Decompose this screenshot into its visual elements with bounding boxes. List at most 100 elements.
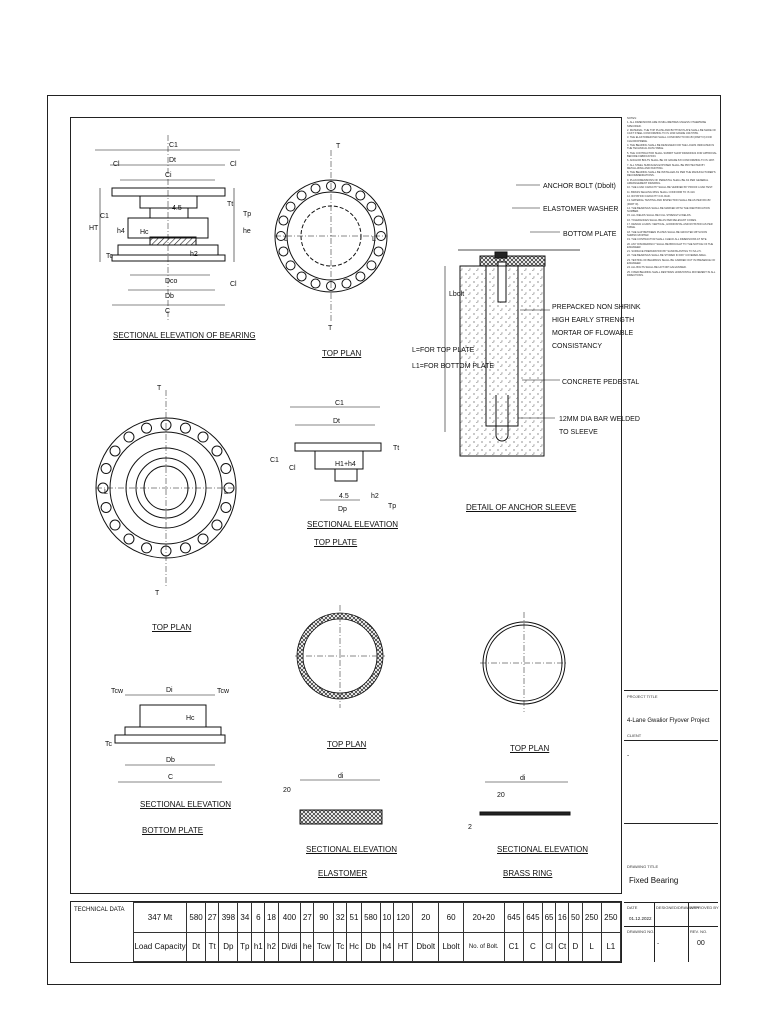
- plan2-l-left: L: [104, 489, 108, 496]
- dim-h2: h2: [190, 251, 198, 258]
- note-line: 25. FIXED BEARING SHALL RESTRAIN HORIZON…: [627, 270, 716, 277]
- tp-h2: h2: [371, 493, 379, 500]
- lbl-mortar-3: MORTAR OF FLOWABLE: [552, 330, 633, 337]
- bolt-hole: [100, 501, 112, 513]
- drawing-area: [70, 117, 622, 894]
- bolt-hole: [197, 431, 209, 443]
- drawing-no-label: DRAWING NO.: [627, 929, 655, 934]
- bolt-hole: [326, 281, 336, 291]
- tp-cl: Cl: [289, 465, 296, 472]
- note-line: 19. THE CONTRACTOR SHALL CHECK ALL DIMEN…: [627, 238, 708, 242]
- plan2-t-top: T: [157, 385, 162, 392]
- tp-dt: Dt: [333, 418, 340, 425]
- bolt-hole: [341, 183, 352, 194]
- top-plan-2: [95, 390, 237, 586]
- lbl-bar-2: TO SLEEVE: [559, 429, 598, 436]
- note-line: 15. ALL WELDS SHALL BE FULL STRENGTH WEL…: [627, 214, 692, 218]
- bolt-hole: [211, 445, 223, 457]
- tech-value-cell: 18: [264, 902, 279, 933]
- caption-el-section: SECTIONAL ELEVATION: [306, 845, 397, 854]
- bp-hc: Hc: [186, 715, 195, 722]
- plan2-l-right: L: [224, 489, 228, 496]
- note-line: 6. ANCHOR BOLTS SHALL BE OF GRADE 8.8 CO…: [627, 159, 715, 163]
- tech-label-cell: Hc: [346, 931, 362, 962]
- dim-he: he: [243, 228, 251, 235]
- elastomer-top-plan: [295, 605, 385, 708]
- caption-tp-section: SECTIONAL ELEVATION: [307, 520, 398, 529]
- tech-value-cell: 32: [333, 902, 348, 933]
- bolt-hole: [296, 190, 307, 201]
- tp-c1-side: C1: [270, 457, 279, 464]
- bolt-hole: [179, 542, 191, 554]
- bolt-hole: [141, 542, 153, 554]
- tech-label-cell: Lbolt: [438, 931, 464, 962]
- dim-ci: Ci: [165, 172, 172, 179]
- tech-value-cell: 347 Mt: [133, 902, 187, 933]
- caption-top-plate: TOP PLATE: [314, 538, 358, 547]
- bolt-hole: [160, 545, 172, 557]
- note-line: 9. PLAN DIMENSIONS OF PEDESTAL SHALL BE …: [627, 178, 709, 186]
- approved-label: APPROVED BY: [690, 905, 719, 910]
- tech-value-cell: 34: [237, 902, 253, 933]
- dim-cl-right: Cl: [230, 161, 237, 168]
- note-line: 7. ALL STEEL SURFACES EXPOSED SHALL BE P…: [627, 163, 705, 170]
- dim-cl-left: Cl: [113, 161, 120, 168]
- brass-ring-top-plan: [480, 612, 568, 712]
- project-title-label: PROJECT TITLE: [627, 694, 658, 699]
- tech-label-cell: Dp: [218, 931, 239, 962]
- plan1-l-right: L: [372, 236, 376, 243]
- title-block-divider-3: [624, 823, 718, 824]
- bolt-hole: [373, 246, 384, 257]
- title-block-divider-5: [624, 926, 718, 927]
- note-line: 24. ALL BOLTS SHALL BE HOT DIP GALVANISE…: [627, 266, 687, 270]
- tech-value-cell: 50: [568, 902, 583, 933]
- tech-label-cell: Cl: [541, 931, 557, 962]
- bearing-section-view: [95, 135, 240, 320]
- note-line: 22. THE BEARINGS SHALL BE STORED IN DRY …: [627, 254, 707, 258]
- tech-value-cell: 250: [581, 902, 602, 933]
- br-20: 20: [497, 792, 505, 799]
- tech-label-cell: L: [581, 931, 602, 962]
- dim-c1: C1: [169, 142, 178, 149]
- plan2-t-bottom: T: [155, 590, 160, 597]
- note-line: 11. BRASS SEALING RING SHALL CONFORM TO …: [627, 190, 696, 194]
- tech-label-cell: HT: [392, 931, 414, 962]
- caption-top-plan-1: TOP PLAN: [322, 349, 362, 358]
- tech-value-cell: 27: [300, 902, 315, 933]
- tech-value-cell: 10: [379, 902, 395, 933]
- tech-value-cell: 645: [522, 902, 543, 933]
- lbl-mortar-1: PREPACKED NON SHRINK: [552, 304, 641, 311]
- rev-value: 00: [697, 940, 705, 947]
- lbl-bar-1: 12MM DIA BAR WELDED: [559, 416, 640, 423]
- bolt-hole: [355, 190, 366, 201]
- date-label: DATE: [627, 905, 638, 910]
- bottom-plate-section: [114, 694, 226, 783]
- note-line: 2. MATERIAL: THE TOP PLATE AND BOTTOM PL…: [627, 128, 717, 136]
- note-line: 16. TOLERANCES SHALL BE AS PER RELEVANT …: [627, 218, 697, 222]
- bolt-hole: [211, 519, 223, 531]
- bolt-hole: [197, 533, 209, 545]
- bolt-hole: [278, 215, 289, 226]
- tech-label-cell: Dt: [185, 931, 207, 962]
- top-plan-1: [274, 150, 388, 322]
- project-title: 4-Lane Gwalior Flyover Project: [627, 718, 710, 724]
- bolt-hole: [310, 183, 321, 194]
- dim-dco: Dco: [165, 278, 178, 285]
- tp-dp: Dp: [338, 506, 347, 513]
- title-block-vline-1: [654, 902, 655, 962]
- lbl-washer: ELASTOMER WASHER: [543, 206, 618, 213]
- bolt-hole: [123, 431, 135, 443]
- note-line: 8. THE BEARING SHALL BE INSTALLED AS PER…: [627, 171, 716, 178]
- tech-label-cell: h2: [264, 931, 279, 962]
- tech-label-cell: C1: [503, 931, 524, 962]
- tech-value-cell: 65: [541, 902, 557, 933]
- tech-value-cell: 250: [600, 902, 622, 933]
- tech-value-cell: 400: [277, 902, 302, 933]
- sheet-border: [47, 95, 721, 985]
- dim-tc: Tc: [106, 253, 114, 260]
- tech-label-cell: Tp: [237, 931, 253, 962]
- dim-4-5: 4.5: [172, 205, 182, 212]
- note-line: 1. ALL DIMENSIONS ARE IN MILLIMETRES UNL…: [627, 121, 707, 128]
